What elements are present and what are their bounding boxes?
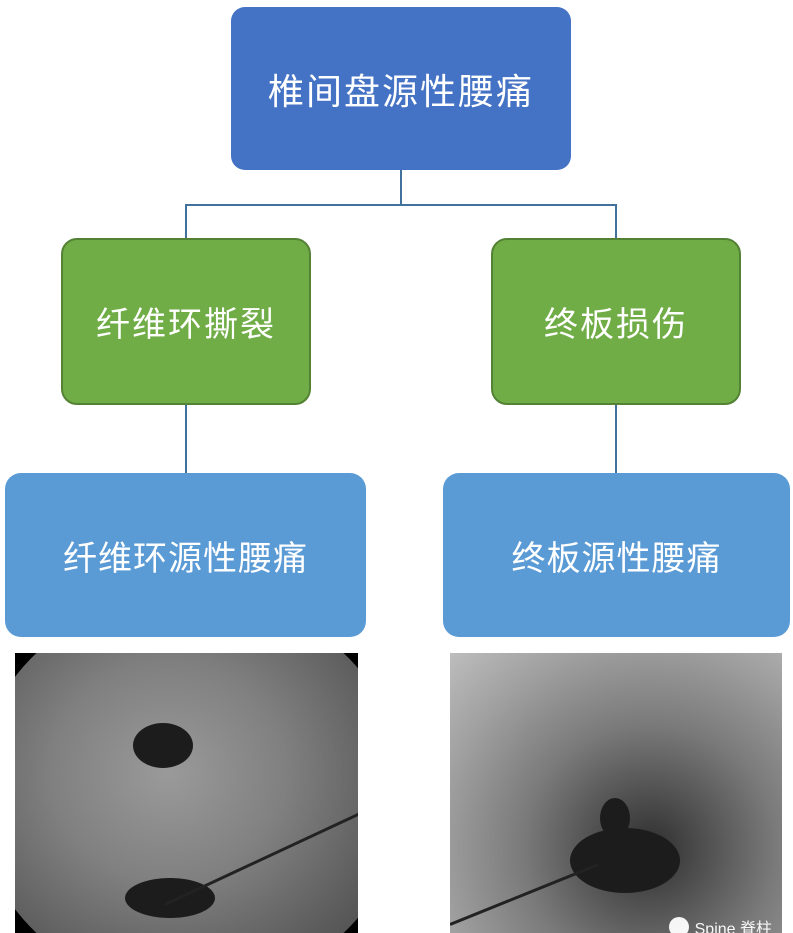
- contrast-blob: [570, 828, 680, 893]
- node-annular-tear: 纤维环撕裂: [61, 238, 311, 405]
- watermark: Spine 脊柱: [668, 915, 772, 933]
- connector-left-down: [185, 204, 187, 238]
- contrast-blob: [125, 878, 215, 918]
- root-node: 椎间盘源性腰痛: [231, 7, 571, 170]
- xray-image-annular: [15, 653, 358, 933]
- connector-right-down: [615, 204, 617, 238]
- node-annular-pain: 纤维环源性腰痛: [5, 473, 366, 637]
- node-endplate-pain: 终板源性腰痛: [443, 473, 790, 637]
- root-label: 椎间盘源性腰痛: [267, 71, 534, 113]
- endplate-pain-label: 终板源性腰痛: [511, 538, 722, 579]
- needle: [450, 863, 599, 926]
- connector-left-leaf: [185, 405, 187, 473]
- contrast-blob: [133, 723, 193, 768]
- connector-horizontal: [185, 204, 617, 206]
- wechat-icon: [668, 917, 689, 933]
- endplate-injury-label: 终板损伤: [544, 305, 688, 345]
- connector-root-down: [400, 170, 402, 205]
- xray-image-endplate: Spine 脊柱: [450, 653, 782, 933]
- node-endplate-injury: 终板损伤: [491, 238, 741, 405]
- watermark-text: Spine 脊柱: [694, 921, 772, 933]
- annular-pain-label: 纤维环源性腰痛: [63, 538, 308, 579]
- annular-tear-label: 纤维环撕裂: [96, 305, 276, 345]
- contrast-blob: [600, 798, 630, 838]
- connector-right-leaf: [615, 405, 617, 473]
